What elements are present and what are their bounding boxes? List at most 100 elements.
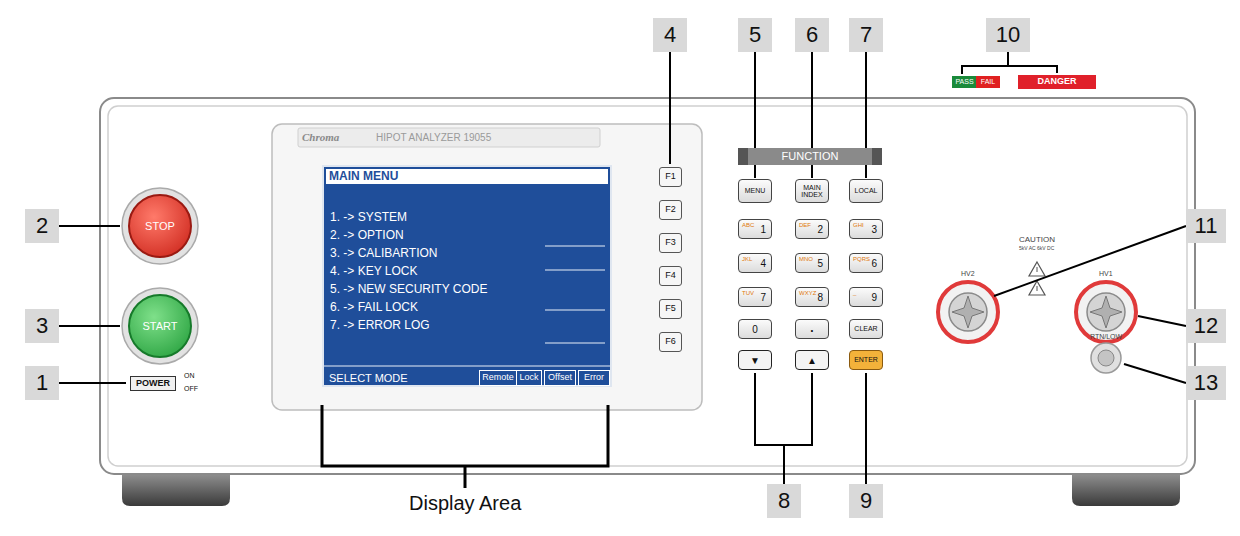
danger-lamp: DANGER <box>1018 75 1096 89</box>
callout-number: 7 <box>849 18 883 52</box>
callout-number: 1 <box>25 366 59 400</box>
node-text: 2 <box>817 224 823 235</box>
node-text: 7. -> ERROR LOG <box>330 319 430 332</box>
keypad-key: ▲ <box>795 350 829 370</box>
callout-number: 6 <box>795 18 829 52</box>
status-box: Remote <box>479 370 517 386</box>
node-text: GHI <box>853 222 864 229</box>
node-text: 0 <box>752 324 758 335</box>
node-text: DEF <box>799 222 811 229</box>
callout-number: 3 <box>25 309 59 343</box>
node-text: MAIN MENU <box>326 169 608 184</box>
node-text: 1. -> SYSTEM <box>330 211 407 224</box>
node-text: 6. -> FAIL LOCK <box>330 301 418 314</box>
node-text: DANGER <box>1037 77 1076 87</box>
node-text: F5 <box>665 304 676 314</box>
keypad-key: PQRS6 <box>849 253 883 273</box>
node-text: F4 <box>665 271 676 281</box>
fail-lamp: FAIL <box>976 76 1000 88</box>
node-text: F2 <box>665 205 676 215</box>
node-text: 1 <box>760 224 766 235</box>
keypad-key: MENU <box>738 179 772 203</box>
node-text: SELECT MODE <box>329 372 408 384</box>
node-text: START <box>142 320 177 332</box>
brand-logo: Chroma <box>302 131 339 143</box>
keypad-key: LOCAL <box>849 179 883 203</box>
power-switch: POWER <box>130 376 176 391</box>
model-name: HIPOT ANALYZER 19055 <box>376 132 491 143</box>
node-text: 5. -> NEW SECURITY CODE <box>330 283 487 296</box>
function-key: F3 <box>659 233 682 253</box>
callout-number: 10 <box>986 18 1030 52</box>
keypad-key: ENTER <box>849 350 883 370</box>
node-text: 7 <box>760 292 766 303</box>
keypad-key: GHI 3 <box>849 219 883 239</box>
keypad-key: ABC 1 <box>738 219 772 239</box>
pass-lamp: PASS <box>952 76 977 88</box>
node-text: 5 <box>817 258 823 269</box>
terminal-label: RTN/LOW <box>1090 333 1122 341</box>
keypad-key: TUV 7 <box>738 287 772 307</box>
callout-number: 8 <box>767 484 801 518</box>
rating-label: 5kV AC 6kV DC <box>1019 246 1054 252</box>
node-text: 3 <box>871 224 877 235</box>
node-text: WXYZ <box>799 290 816 297</box>
lcd-screen: MAIN MENU 1. -> SYSTEM 2. -> OPTION 3. -> C… <box>322 165 612 387</box>
node-text: Error <box>584 373 604 383</box>
node-text: CLEAR <box>854 325 877 333</box>
function-band: FUNCTION <box>748 148 872 165</box>
keypad-key: DEF 2 <box>795 219 829 239</box>
keypad-key: 0 <box>738 319 772 339</box>
function-key: F6 <box>659 332 682 352</box>
callout-number: 4 <box>653 18 687 52</box>
callout-number: 11 <box>1186 209 1226 243</box>
node-text: TUV <box>742 290 754 297</box>
switch-state: ON <box>184 372 195 380</box>
callout-number: 2 <box>25 209 59 243</box>
caution-label: CAUTION <box>1019 236 1055 245</box>
node-text: Offset <box>548 373 572 383</box>
node-text: ▲ <box>807 355 817 366</box>
keypad-key: MNO 5 <box>795 253 829 273</box>
node-text: POWER <box>136 379 170 389</box>
node-text: STOP <box>145 220 175 232</box>
node-text: 3. -> CALIBARTION <box>330 247 437 260</box>
keypad-key: JKL4 <box>738 253 772 273</box>
callout-number: 5 <box>738 18 772 52</box>
start-button: START <box>128 294 192 358</box>
keypad-key: CLEAR <box>849 319 883 339</box>
keypad-key: _9 <box>849 287 883 307</box>
node-text: F1 <box>665 172 676 182</box>
keypad-key: MAIN INDEX <box>795 179 829 203</box>
display-area-label: Display Area <box>409 492 521 514</box>
function-key: F5 <box>659 299 682 319</box>
node-text: FAIL <box>981 78 995 86</box>
keypad-key: . <box>795 319 829 339</box>
node-text: MNO <box>799 256 813 263</box>
node-text: F3 <box>665 238 676 248</box>
function-key: F1 <box>659 167 682 187</box>
terminal-label: HV2 <box>961 270 975 278</box>
callout-number: 13 <box>1186 366 1226 400</box>
node-text: FUNCTION <box>782 150 839 162</box>
node-text: MAIN INDEX <box>798 184 826 198</box>
node-text: LOCAL <box>855 187 878 195</box>
node-text: ▼ <box>750 355 760 366</box>
terminal-label: HV1 <box>1099 270 1113 278</box>
keypad-key: ▼ <box>738 350 772 370</box>
node-text: 2. -> OPTION <box>330 229 404 242</box>
node-text: MENU <box>745 187 766 195</box>
node-text: ABC <box>742 222 754 229</box>
callout-number: 9 <box>849 484 883 518</box>
stop-button: STOP <box>128 194 192 258</box>
node-text: 8 <box>817 292 823 303</box>
status-box: Lock <box>516 370 542 386</box>
status-box: Error <box>578 370 610 386</box>
node-text: PQRS <box>853 256 870 263</box>
node-text: 9 <box>871 292 877 303</box>
node-text: 4. -> KEY LOCK <box>330 265 418 278</box>
node-text: . <box>810 322 813 335</box>
function-key: F4 <box>659 266 682 286</box>
node-text: 6 <box>871 258 877 269</box>
node-text: Remote <box>482 373 514 383</box>
